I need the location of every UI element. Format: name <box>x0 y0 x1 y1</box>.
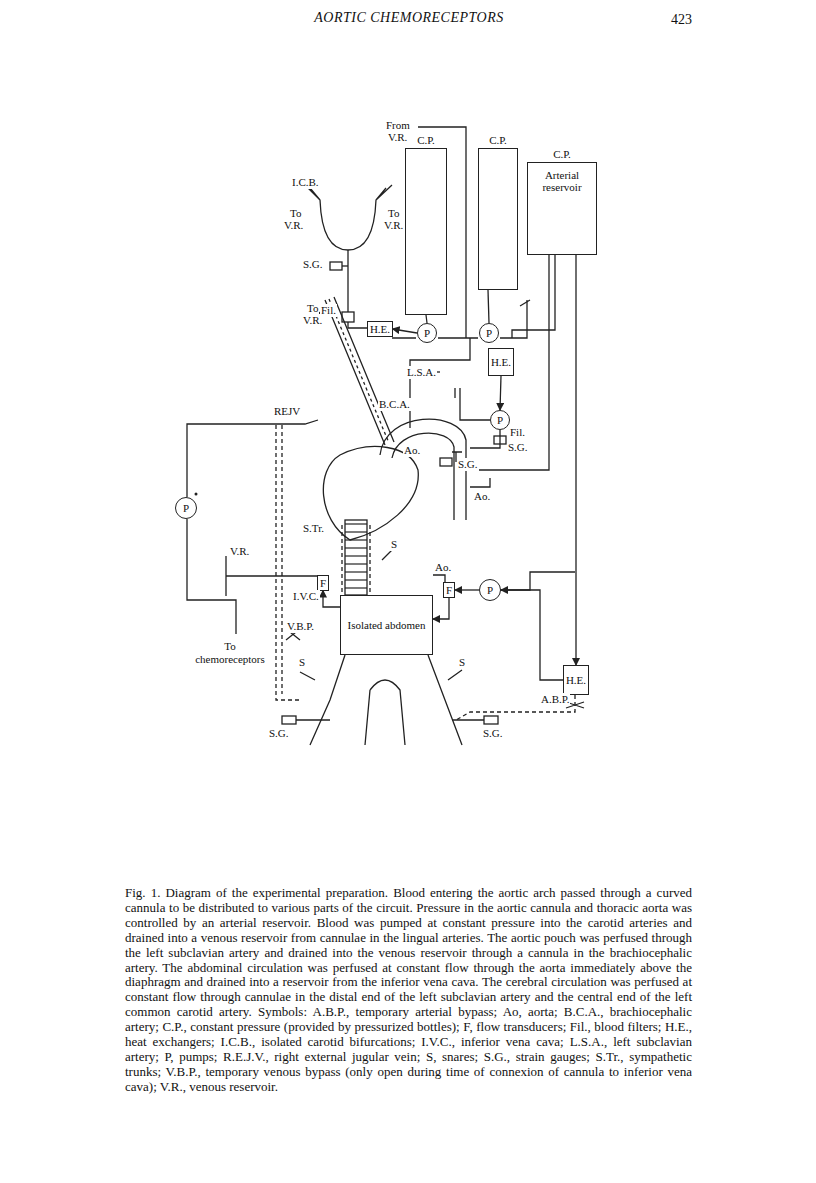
part-label: B.C.A. <box>378 398 411 411</box>
part-label: L.S.A. <box>406 366 437 379</box>
spine <box>345 520 367 595</box>
node-text: Arterial reservoir <box>528 169 596 193</box>
part-label: S.G. <box>302 258 324 271</box>
part-label: V.R. <box>302 314 323 327</box>
node-text: F <box>446 584 452 596</box>
apparatus-box: F <box>317 575 329 590</box>
part-label: To chemoreceptors <box>190 640 270 665</box>
flow-tube <box>323 591 340 608</box>
node-text: P <box>486 327 492 339</box>
figure-caption: Fig. 1. Diagram of the experimental prep… <box>125 886 692 1095</box>
part-label: A.B.P. <box>540 693 570 706</box>
part-label: S <box>298 656 306 669</box>
pump-circle: P <box>175 497 197 519</box>
flow-tube <box>575 255 576 665</box>
part-label: V.R. <box>383 219 404 232</box>
node-text: P <box>497 414 503 426</box>
flow-tube <box>501 590 563 680</box>
tubing <box>187 127 584 745</box>
part-label: S <box>458 656 466 669</box>
node-text: H.E. <box>566 674 586 686</box>
apparatus-box: H.E. <box>563 665 588 695</box>
part-label: Fil. <box>509 426 526 439</box>
node-text: H.E. <box>491 356 511 368</box>
part-label: V.R. <box>283 219 304 232</box>
pump-circle: P <box>479 579 501 601</box>
node-text: P <box>487 584 493 596</box>
part-label: Ao. <box>473 490 491 503</box>
node-text: H.E. <box>370 323 390 335</box>
node-text: Isolated abdomen <box>342 619 432 631</box>
pump-circle: P <box>490 410 510 430</box>
apparatus-box: F <box>443 582 455 597</box>
part-label: S.G. <box>482 727 504 740</box>
part-label: S.Tr. <box>302 522 325 535</box>
part-label: To <box>289 207 302 220</box>
part-label: S <box>390 538 398 551</box>
node-text: F <box>320 577 326 589</box>
reservoir-bottle: C.P. <box>478 148 518 290</box>
pump-circle: P <box>479 323 499 343</box>
part-label: S.G. <box>457 458 479 471</box>
pump-circle: P <box>417 323 437 343</box>
apparatus-box: Isolated abdomen <box>340 595 433 655</box>
part-label: I.C.B. <box>291 176 320 189</box>
flow-tube <box>500 376 501 410</box>
flow-tube <box>393 329 417 333</box>
part-label: REJV <box>273 405 301 418</box>
part-label: To <box>387 207 400 220</box>
part-label: V.R. <box>387 131 408 144</box>
flow-tube <box>433 598 449 620</box>
flow-tube <box>426 315 427 323</box>
running-header: AORTIC CHEMORECEPTORS <box>0 10 816 26</box>
node-text: P <box>183 502 189 514</box>
flow-tube <box>488 290 489 323</box>
part-label: Ao. <box>434 561 452 574</box>
node-text: C.P. <box>469 134 527 146</box>
part-label: V.B.P. <box>286 620 315 633</box>
dot <box>195 493 198 496</box>
part-label: I.V.C. <box>292 590 320 603</box>
part-label: Ao. <box>403 444 421 457</box>
part-label: S.G. <box>268 727 290 740</box>
page-number: 423 <box>670 12 693 28</box>
part-label: S.G. <box>507 441 529 454</box>
part-label: V.R. <box>229 545 250 558</box>
apparatus-box: H.E. <box>488 348 513 376</box>
apparatus-box: H.E. <box>367 321 392 336</box>
flow-tube <box>455 589 479 590</box>
node-text: C.P. <box>518 148 606 160</box>
part-label: From <box>385 119 411 132</box>
node-text: P <box>424 327 430 339</box>
part-label: To <box>306 302 319 315</box>
reservoir-bottle: C.P. <box>405 148 447 315</box>
reservoir-bottle: C.P.Arterial reservoir <box>527 162 597 255</box>
